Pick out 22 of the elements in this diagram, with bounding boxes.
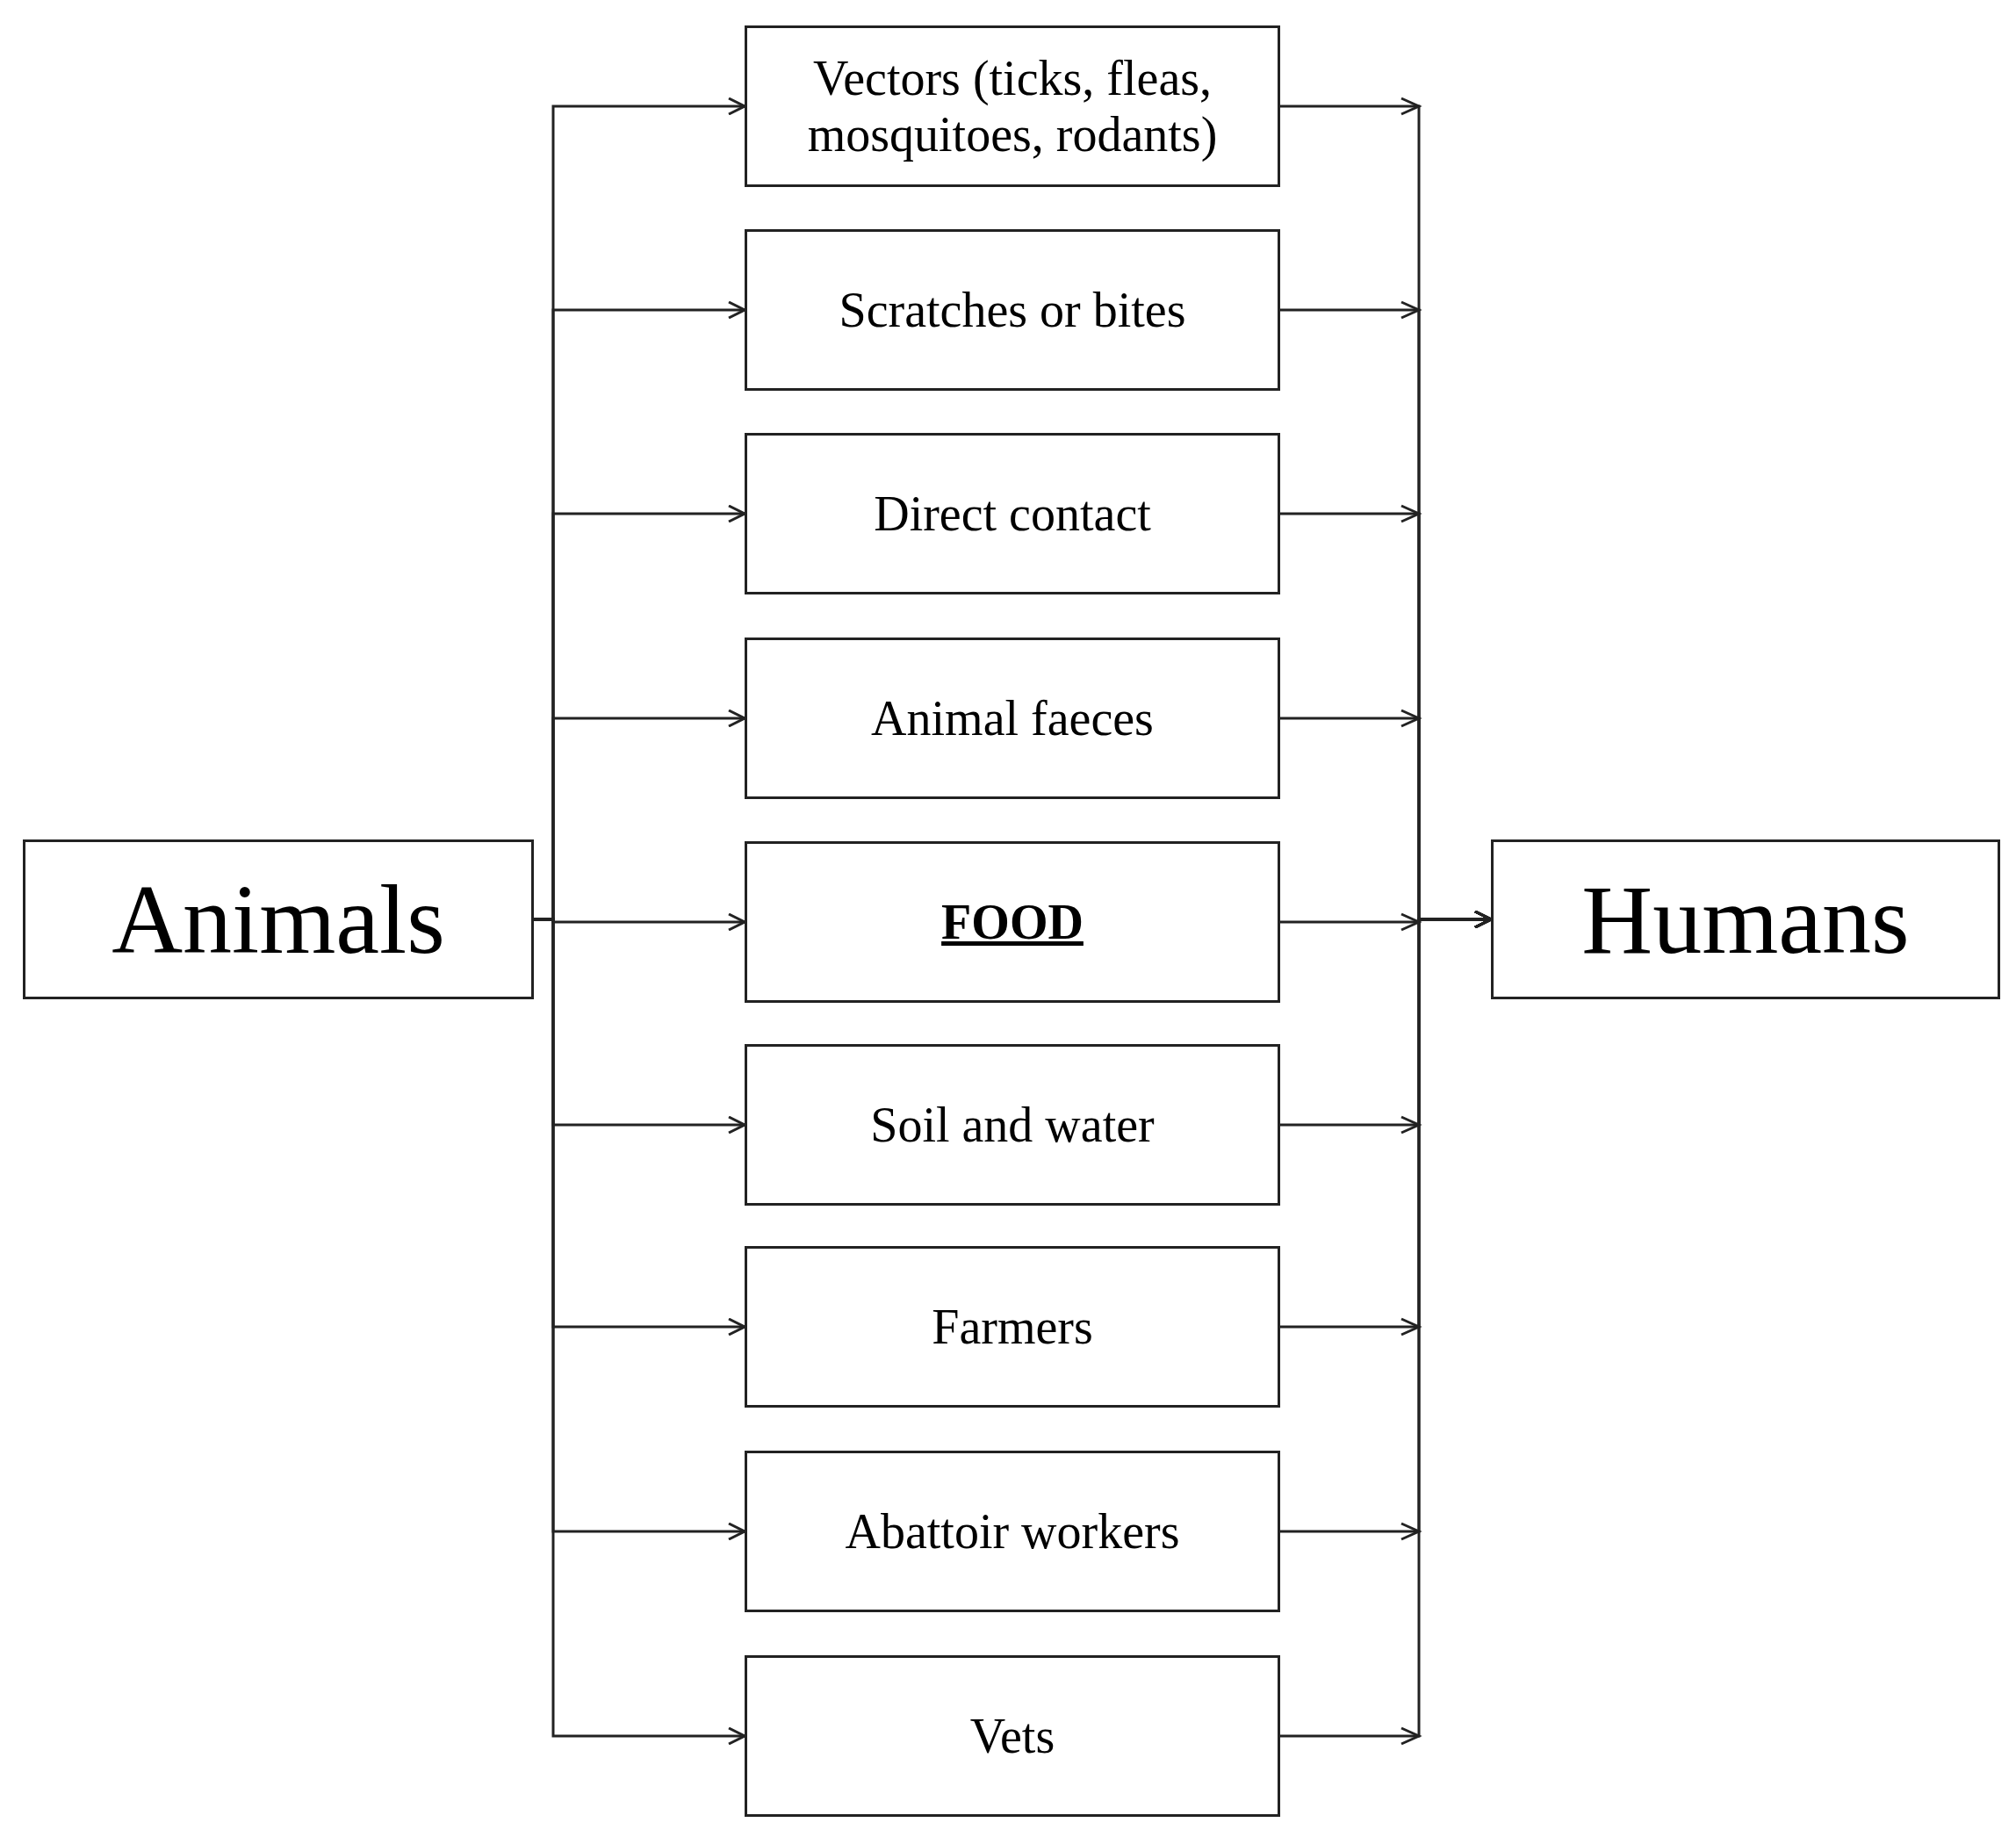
process-box (745, 1044, 1280, 1206)
box-label: Animal faeces (870, 689, 1155, 747)
box-label: Animals (111, 863, 446, 976)
box-label: Scratches or bites (838, 281, 1187, 339)
box-label: Humans (1580, 863, 1911, 976)
process-box (23, 839, 534, 999)
box-label: Abattoir workers (844, 1502, 1181, 1560)
process-box (745, 229, 1280, 391)
process-box (1491, 839, 2000, 999)
box-label: Soil and water (869, 1096, 1156, 1154)
box-label: Vectors (ticks, fleas, mosquitoes, rodants) (806, 49, 1219, 163)
box-label: Farmers (931, 1298, 1094, 1356)
process-box (745, 1655, 1280, 1817)
process-box (745, 25, 1280, 187)
process-box (745, 638, 1280, 799)
box-label: Vets (968, 1707, 1056, 1765)
box-label: FOOD (940, 893, 1084, 951)
process-box (745, 1246, 1280, 1408)
box-label: Direct contact (873, 485, 1152, 543)
process-box (745, 1451, 1280, 1612)
process-box (745, 433, 1280, 594)
process-box (745, 841, 1280, 1003)
